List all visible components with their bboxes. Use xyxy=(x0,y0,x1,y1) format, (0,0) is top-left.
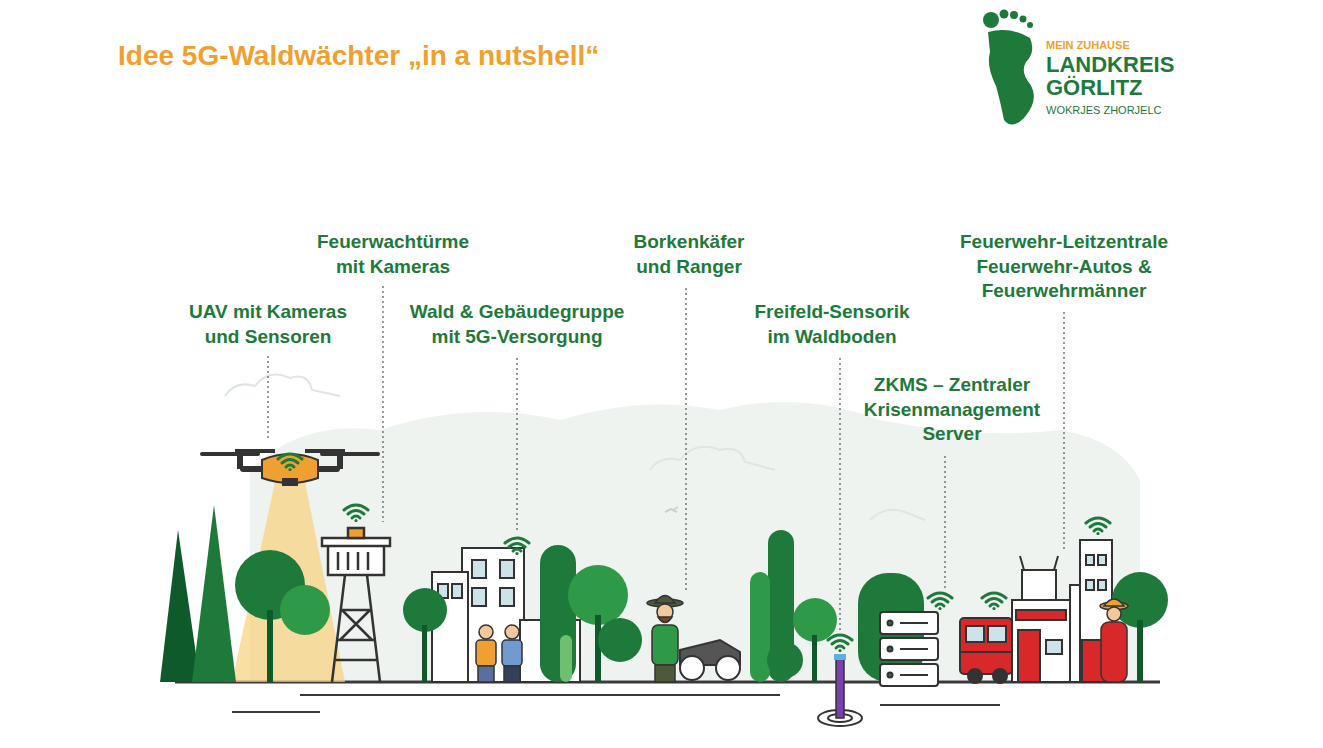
slide-title: Idee 5G-Waldwächter „in a nutshell“ xyxy=(118,38,599,74)
logo-name: LANDKREIS GÖRLITZ xyxy=(1046,53,1186,99)
callout-label: Freifeld-Sensorik im Waldboden xyxy=(744,300,920,349)
uav-drone xyxy=(200,449,380,486)
fire-truck xyxy=(960,618,1012,683)
fire-station xyxy=(1012,540,1112,682)
callout-label: ZKMS – Zentraler Krisenmanagement Server xyxy=(850,373,1055,447)
callout-label: Feuerwehr-Leitzentrale Feuerwehr-Autos &… xyxy=(940,230,1188,304)
logo-subtitle: WOKRJES ZHORJELC xyxy=(1046,103,1162,117)
ground-sensor xyxy=(818,654,862,726)
people xyxy=(476,625,522,682)
logo-foot xyxy=(983,10,1034,125)
quad-bike xyxy=(680,640,740,680)
firefighter xyxy=(1100,599,1128,682)
leader-line xyxy=(268,286,1064,630)
cloud xyxy=(225,374,925,520)
logo-tagline: MEIN ZUHAUSE xyxy=(1046,38,1130,52)
ranger xyxy=(647,596,683,683)
server-rack xyxy=(880,612,938,686)
fire-watch-tower xyxy=(322,528,390,682)
callout-label: UAV mit Kameras und Sensoren xyxy=(179,300,357,349)
callout-label: Feuerwachtürme mit Kameras xyxy=(307,230,479,279)
callout-label: Borkenkäfer und Ranger xyxy=(619,230,759,279)
callout-label: Wald & Gebäudegruppe mit 5G-Versorgung xyxy=(397,300,637,349)
